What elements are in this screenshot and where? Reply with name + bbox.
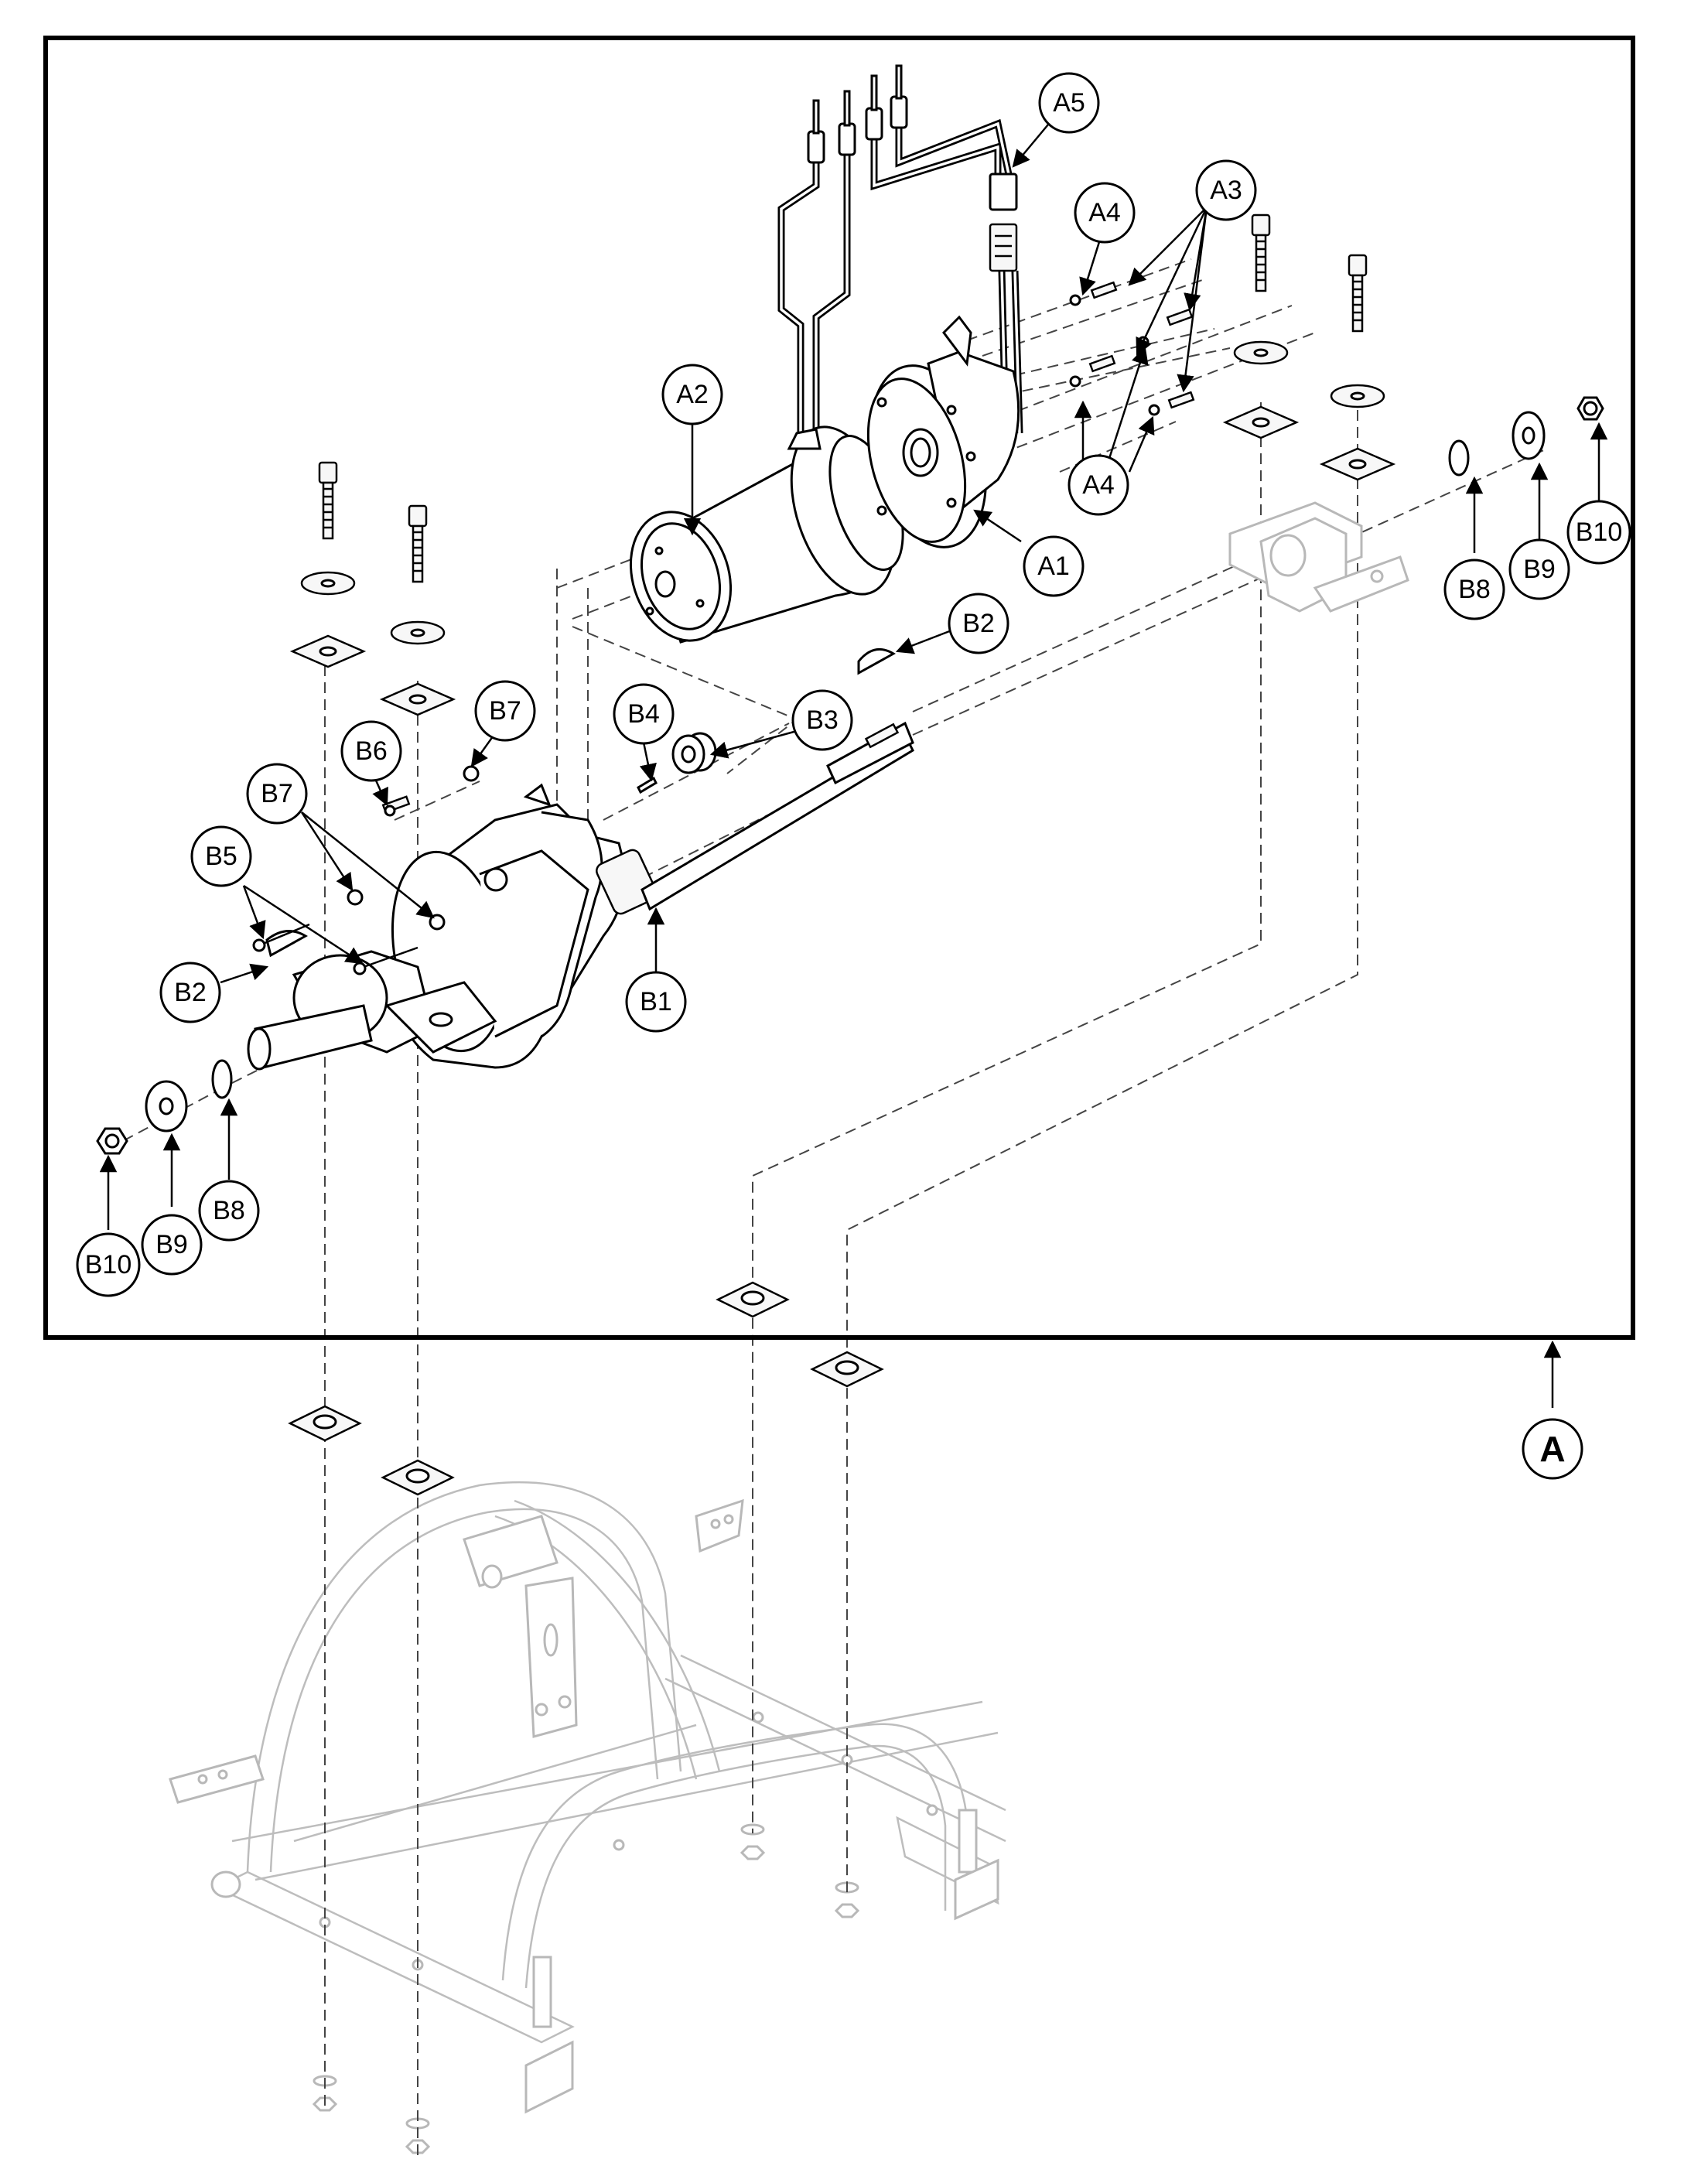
callout-text: A3	[1210, 176, 1242, 205]
callout-text: B2	[962, 609, 995, 638]
callout-A5: A5	[1038, 72, 1100, 134]
callout-B7-top: B7	[474, 680, 536, 742]
frame-hardware	[312, 1823, 860, 2154]
callout-text: B5	[205, 842, 237, 871]
callout-text: B7	[489, 696, 521, 726]
callout-B1: B1	[625, 971, 687, 1033]
callout-B2-left: B2	[159, 962, 221, 1023]
callout-B9-left: B9	[141, 1214, 203, 1276]
assembly-label: A	[1539, 1429, 1565, 1469]
assembly-a-boundary	[43, 36, 1635, 1340]
callout-text: A5	[1053, 88, 1085, 118]
callout-text: A4	[1088, 198, 1121, 227]
callout-text: A4	[1082, 470, 1115, 500]
callout-B5: B5	[190, 825, 252, 887]
callout-text: B7	[261, 779, 293, 808]
left-shaft-hardware	[96, 1059, 233, 1155]
small-parts	[252, 647, 897, 975]
callout-assembly-A: A	[1522, 1418, 1583, 1480]
callout-B8-right: B8	[1443, 559, 1505, 620]
callout-B10-right: B10	[1566, 500, 1631, 565]
callout-B6: B6	[340, 720, 402, 782]
callout-B10-left: B10	[76, 1232, 141, 1297]
callout-B2-right: B2	[948, 593, 1009, 654]
right-shaft-hardware	[1448, 396, 1604, 477]
callout-B4: B4	[613, 683, 675, 745]
callout-B9-right: B9	[1508, 538, 1570, 600]
callout-text: B8	[213, 1196, 245, 1225]
callout-text: B1	[640, 987, 672, 1016]
callout-text: B6	[355, 736, 388, 766]
callout-text: B8	[1458, 575, 1491, 604]
mounting-hardware-right	[1222, 214, 1409, 613]
callout-A2: A2	[661, 364, 723, 425]
callout-text: B9	[155, 1230, 188, 1259]
brake-screws	[1069, 281, 1195, 416]
callout-B3: B3	[791, 689, 853, 751]
brake	[866, 315, 1020, 548]
callout-A4-bottom: A4	[1068, 454, 1129, 516]
callout-text: B10	[1576, 518, 1623, 547]
frame-pads	[288, 1281, 884, 1496]
callout-B8-left: B8	[198, 1180, 260, 1242]
callout-text: B2	[174, 978, 207, 1007]
callout-text: B9	[1523, 555, 1556, 584]
callout-A3: A3	[1195, 159, 1257, 221]
callout-B7-left: B7	[246, 763, 308, 825]
callout-text: A2	[676, 380, 709, 409]
callout-text: A1	[1037, 552, 1070, 581]
mounting-hardware-left	[289, 461, 456, 716]
callout-A1: A1	[1023, 535, 1085, 597]
callout-text: B3	[806, 705, 839, 735]
motor	[629, 425, 904, 644]
callout-text: B4	[627, 699, 660, 729]
scooter-frame	[169, 1481, 1006, 2114]
callout-A4-top: A4	[1074, 182, 1136, 244]
callout-text: B10	[85, 1250, 132, 1279]
